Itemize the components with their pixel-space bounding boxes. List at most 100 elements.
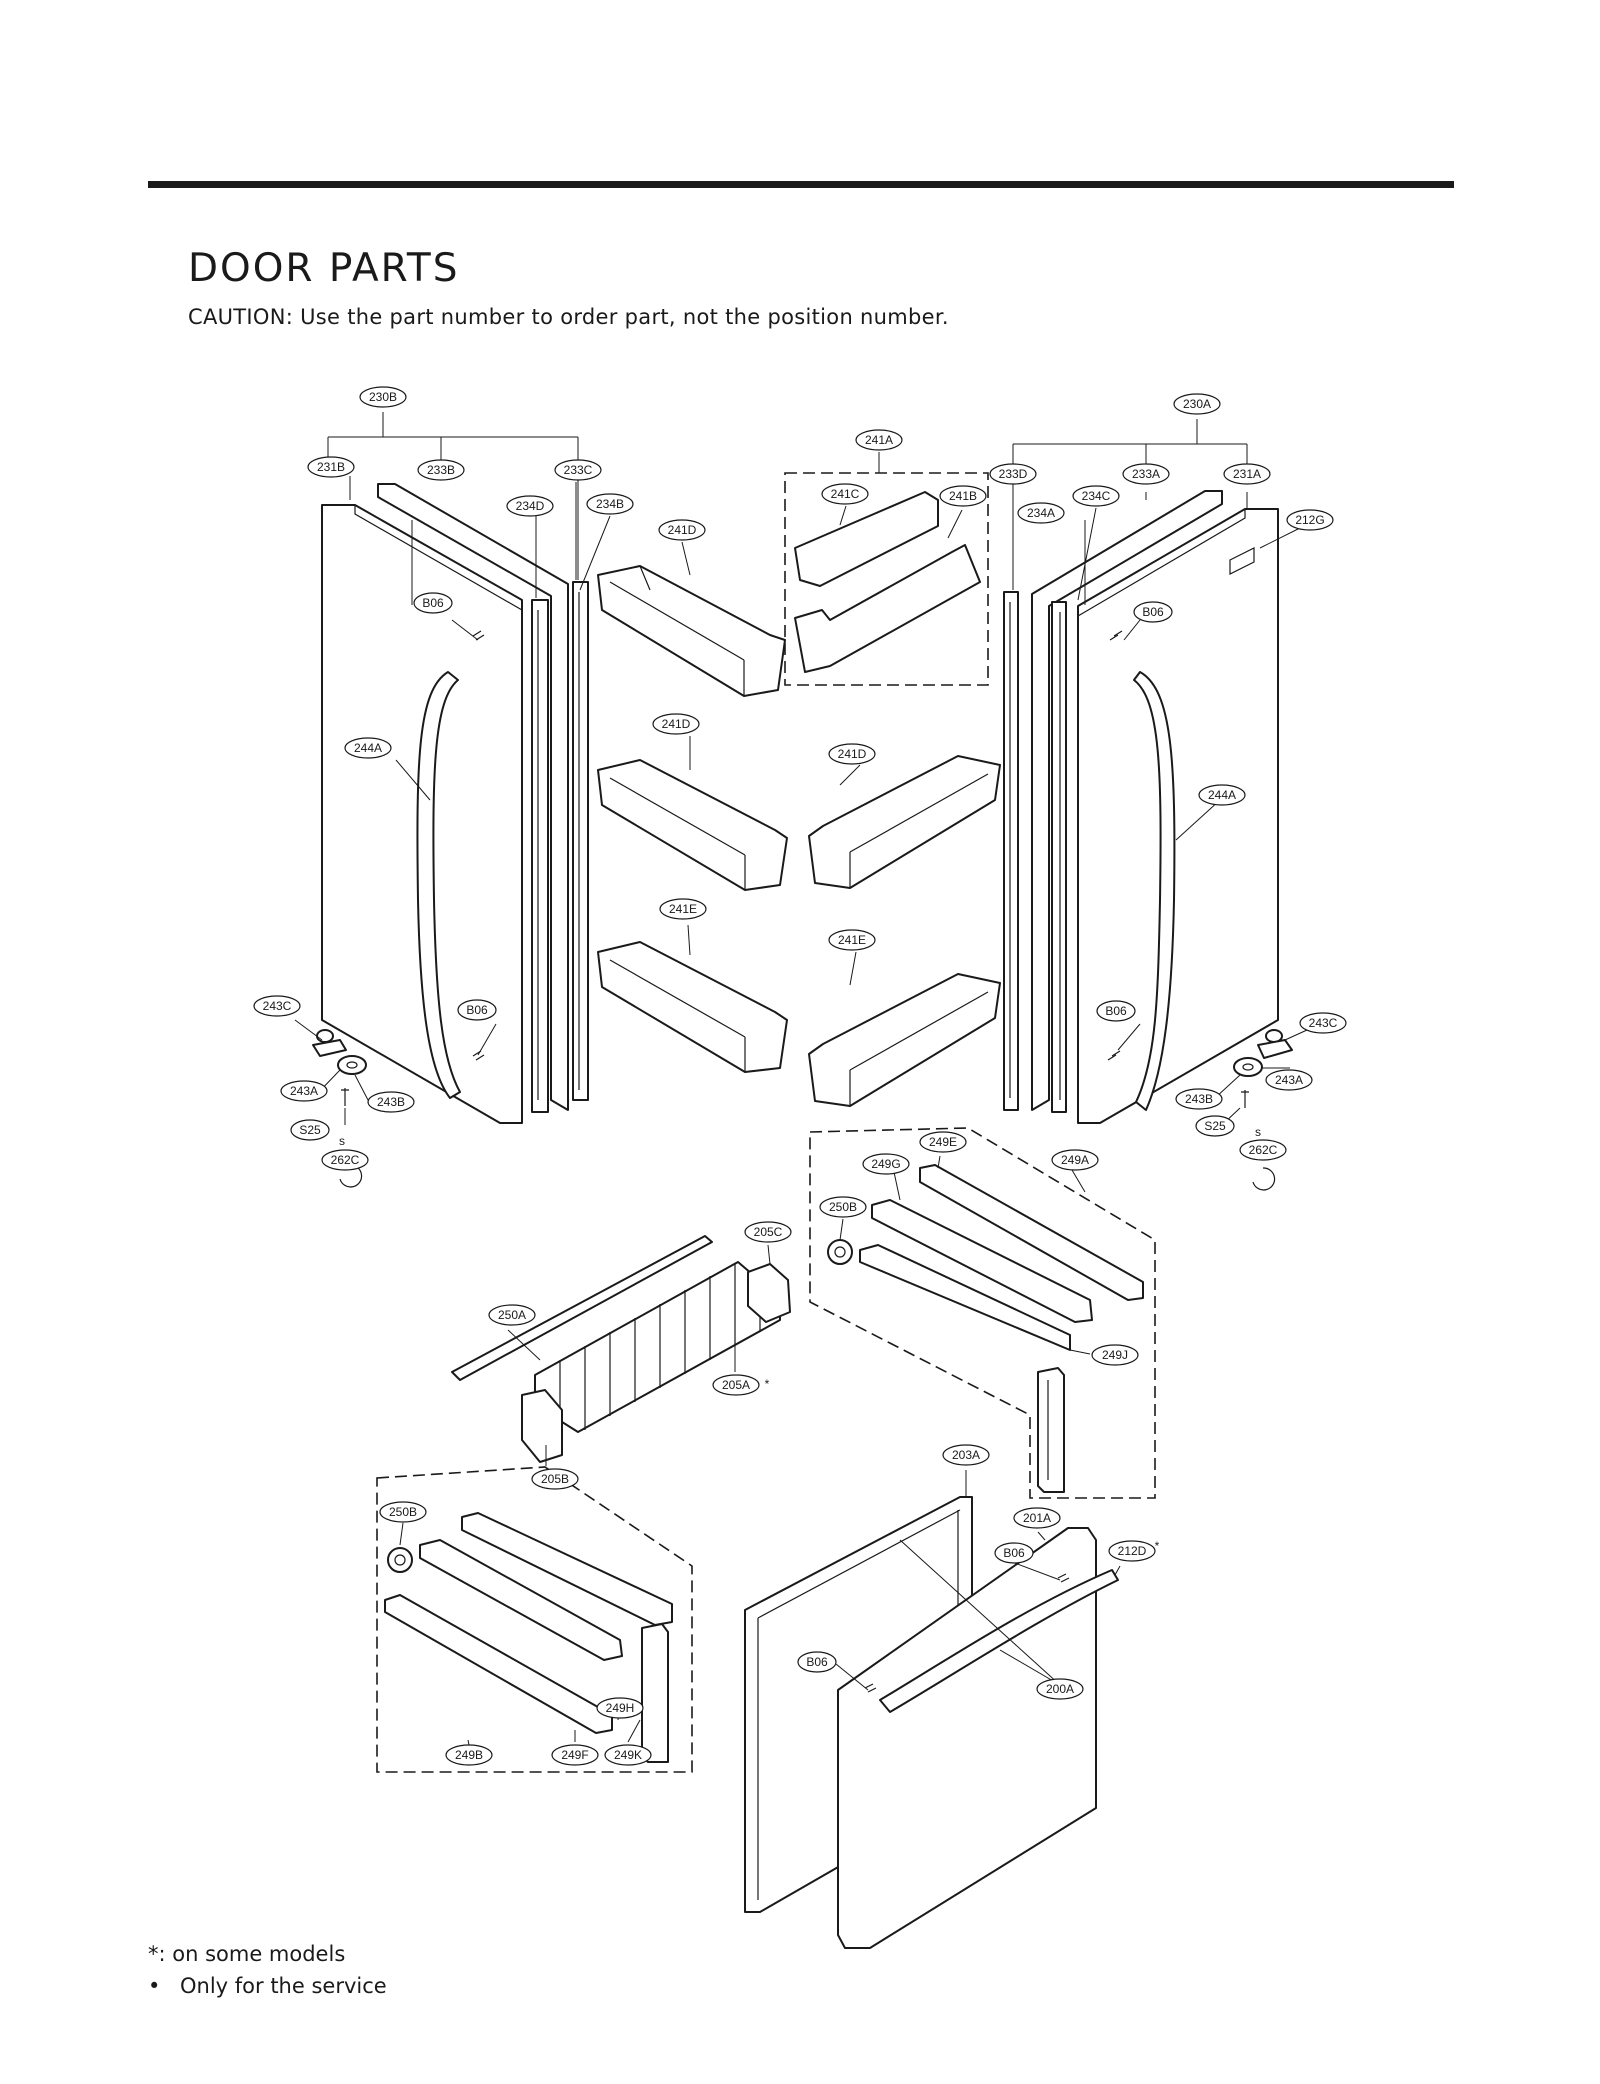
guide-rail-lower-bar <box>859 1244 1071 1351</box>
freezer-drawer-group <box>744 1470 1121 1949</box>
callout-243c-l: 243C <box>253 995 301 1017</box>
guide-rail-left-lower <box>384 1594 613 1734</box>
callout-text: 243C <box>1309 1016 1338 1030</box>
callout-text: 241E <box>838 933 866 947</box>
callout-s25-r: S25 <box>1195 1115 1235 1137</box>
callout-233d: 233D <box>989 463 1037 485</box>
callout-text: * <box>765 1377 770 1391</box>
dairy-bin-tray <box>794 544 981 673</box>
callout-text: B06 <box>1105 1004 1127 1018</box>
callout-text: 234B <box>596 497 624 511</box>
left-door-liner-strip <box>531 599 549 1113</box>
callout-text: 233B <box>427 463 455 477</box>
basket-group <box>451 1235 791 1466</box>
callout-230a: 230A <box>1173 393 1221 415</box>
door-bin-upper <box>597 565 786 697</box>
guide-rail-left-vertical <box>641 1623 669 1763</box>
right-door-gasket <box>1031 490 1223 1111</box>
gear-250b-right <box>827 1239 853 1265</box>
guide-rail-top-bar <box>919 1164 1144 1301</box>
callout-200a: 200A <box>1036 1678 1084 1700</box>
left-door-group <box>294 412 611 1188</box>
callout-text: 230B <box>369 390 397 404</box>
callout-text: 234D <box>516 499 545 513</box>
callout-text: S25 <box>299 1123 321 1137</box>
callout-b06-lr: B06 <box>1096 1000 1136 1022</box>
callout-text: S25 <box>1204 1119 1226 1133</box>
footnote-service-text: Only for the service <box>180 1974 387 1998</box>
callout-231a: 231A <box>1223 463 1271 485</box>
callout-s-r: s <box>1255 1125 1261 1139</box>
callout-text: 241D <box>838 747 867 761</box>
callout-230b: 230B <box>359 386 407 408</box>
callout-b06-fr: B06 <box>994 1542 1034 1564</box>
callout-text: 233D <box>999 467 1028 481</box>
drawer-panel-201a <box>837 1527 1097 1949</box>
guide-rail-left-group <box>376 1466 693 1773</box>
callout-text: B06 <box>466 1003 488 1017</box>
callout-b06-ul: B06 <box>413 592 453 614</box>
callout-text: 241D <box>662 717 691 731</box>
callout-241d-ml: 241D <box>652 713 700 735</box>
callout-241e-r: 241E <box>828 929 876 951</box>
callout-text: 250B <box>829 1200 857 1214</box>
callout-s-l: s <box>339 1134 345 1148</box>
callout-text: s <box>1255 1125 1261 1139</box>
callout-234b: 234B <box>586 493 634 515</box>
callout-243a-r: 243A <box>1265 1069 1313 1091</box>
dairy-bin-outline <box>784 472 989 686</box>
callout-241d-mr: 241D <box>828 743 876 765</box>
right-door-liner-strip <box>1051 601 1067 1113</box>
callout-text: B06 <box>1142 605 1164 619</box>
callout-241c: 241C <box>821 483 869 505</box>
callout-250b-l: 250B <box>379 1501 427 1523</box>
callout-text: 230A <box>1183 397 1211 411</box>
page-title: DOOR PARTS <box>188 246 460 291</box>
callout-text: 262C <box>1249 1143 1278 1157</box>
footnote-service: •Only for the service <box>148 1974 387 1998</box>
callout-text: B06 <box>422 596 444 610</box>
callout-text: 250B <box>389 1505 417 1519</box>
callout-text: 205B <box>541 1472 569 1486</box>
guide-rail-left-bracket <box>419 1539 623 1661</box>
callout-241e-l: 241E <box>659 898 707 920</box>
callout-text: 262C <box>331 1153 360 1167</box>
callout-text: 243C <box>263 999 292 1013</box>
callout-text: * <box>1155 1539 1160 1553</box>
callout-243c-r: 243C <box>1299 1012 1347 1034</box>
callout-249a: 249A <box>1051 1149 1099 1171</box>
callout-text: 203A <box>952 1448 980 1462</box>
callout-250a: 250A <box>488 1304 536 1326</box>
drawer-handle-200a <box>879 1569 1119 1713</box>
callout-205a: 205A <box>712 1374 760 1396</box>
callout-212d-star: * <box>1155 1539 1160 1553</box>
callout-text: 243A <box>1275 1073 1303 1087</box>
guide-rail-vertical <box>1037 1367 1065 1493</box>
callout-243a-l: 243A <box>280 1080 328 1102</box>
callout-249j: 249J <box>1091 1344 1139 1366</box>
callout-text: B06 <box>806 1655 828 1669</box>
guide-rail-bracket <box>871 1199 1093 1323</box>
callout-233c: 233C <box>554 459 602 481</box>
callout-text: 243B <box>1185 1092 1213 1106</box>
callout-203a: 203A <box>942 1444 990 1466</box>
guide-rail-left-top <box>461 1512 673 1626</box>
callout-text: s <box>339 1134 345 1148</box>
callout-text: 212G <box>1295 513 1324 527</box>
callout-text: 233A <box>1132 467 1160 481</box>
guide-rail-right-group <box>809 1127 1156 1499</box>
callout-244a-l: 244A <box>344 737 392 759</box>
callout-249f: 249F <box>551 1744 599 1766</box>
callout-text: 200A <box>1046 1682 1074 1696</box>
callout-241a: 241A <box>855 429 903 451</box>
callout-250b-r: 250B <box>819 1196 867 1218</box>
callout-s25-l: S25 <box>290 1119 330 1141</box>
callout-249k: 249K <box>604 1744 652 1766</box>
callout-262c-l: 262C <box>321 1149 369 1171</box>
callout-text: 212D <box>1118 1544 1147 1558</box>
callout-text: 244A <box>1208 788 1236 802</box>
callout-text: B06 <box>1003 1546 1025 1560</box>
door-bin-middle-right <box>808 755 1001 889</box>
